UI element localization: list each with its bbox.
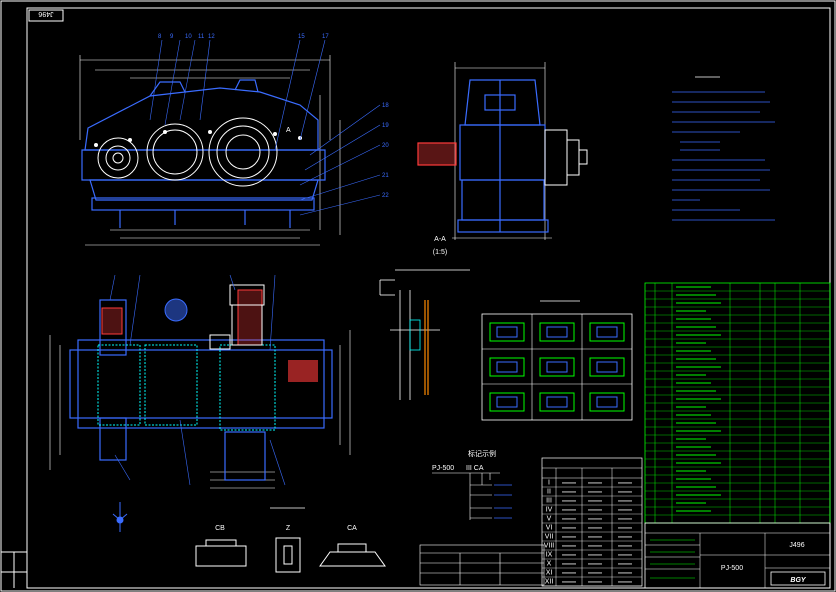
svg-text:12: 12: [208, 34, 215, 40]
formula-model: PJ-500: [432, 465, 454, 472]
ratio-row-numeral: III: [546, 497, 552, 504]
ratio-row-numeral: VII: [545, 533, 554, 540]
bill-of-materials: [644, 282, 831, 524]
option-cb: CB: [215, 525, 225, 532]
svg-text:A: A: [286, 127, 291, 134]
side-view: A-A (1:5): [417, 62, 588, 256]
svg-text:15: 15: [298, 34, 305, 40]
option-z: Z: [286, 525, 291, 532]
front-elevation-view: 8 9 10 11 12 15 17 18 19 20 21 22 A: [79, 34, 389, 246]
svg-text:20: 20: [382, 143, 389, 149]
ratio-row-numeral: VIII: [544, 542, 555, 549]
drawing-number-box: J496: [28, 9, 64, 22]
ratio-row-numeral: IV: [546, 506, 553, 513]
svg-text:18: 18: [382, 103, 389, 109]
shaft-options: CB Z CA: [195, 507, 386, 573]
bottom-info-table: [419, 544, 545, 586]
bom-rows: [645, 286, 830, 516]
svg-text:17: 17: [322, 34, 329, 40]
ratio-row-numeral: XI: [546, 569, 553, 576]
svg-text:19: 19: [382, 123, 389, 129]
ratio-row-numeral: V: [547, 515, 552, 522]
technical-notes: [672, 76, 775, 221]
ratio-row-numeral: I: [548, 479, 550, 486]
title-drawing-number: J496: [789, 542, 804, 549]
ratio-row-numeral: II: [547, 488, 551, 495]
detail-section-view: [379, 269, 470, 400]
svg-text:8: 8: [158, 34, 162, 40]
formula-label: 标记示例: [468, 449, 496, 458]
svg-text:9: 9: [170, 34, 174, 40]
model-formula: 标记示例 PJ-500 III CA: [432, 449, 512, 520]
company-logo: BGY: [790, 577, 807, 584]
ratio-row-numeral: X: [547, 560, 552, 567]
ratio-row-numeral: IX: [546, 551, 553, 558]
svg-text:10: 10: [185, 34, 192, 40]
plan-section-view: [49, 274, 351, 532]
svg-text:21: 21: [382, 173, 389, 179]
ratio-row-numeral: XII: [545, 578, 554, 585]
ratio-row-numeral: VI: [546, 524, 553, 531]
section-label: A-A: [434, 236, 446, 243]
option-ca: CA: [347, 525, 357, 532]
svg-text:11: 11: [198, 34, 205, 40]
svg-text:22: 22: [382, 193, 389, 199]
drawing-number: J496: [38, 10, 53, 17]
mounting-arrangement-grid: [481, 300, 633, 421]
title-block: J496 PJ-500 BGY: [644, 522, 831, 589]
svg-text:(1:5): (1:5): [433, 249, 447, 256]
formula-suffix: III CA: [466, 465, 484, 472]
title-model: PJ-500: [721, 565, 743, 572]
